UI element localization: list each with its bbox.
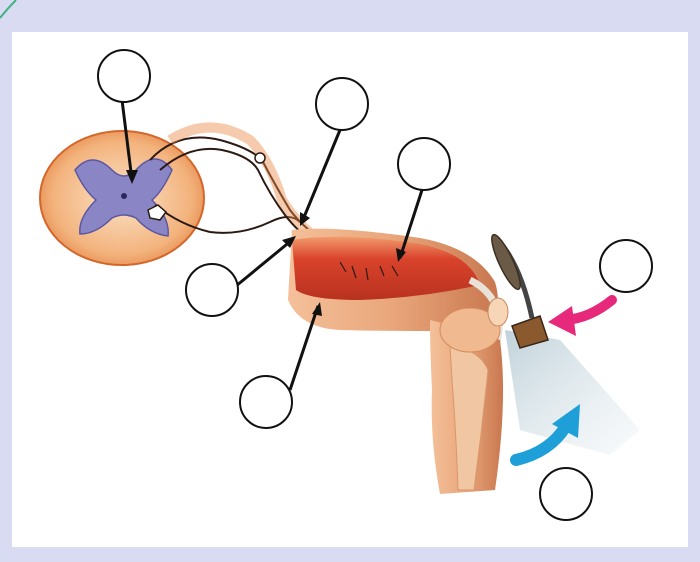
- ganglion: [255, 153, 265, 163]
- patella: [488, 298, 508, 326]
- central-canal: [121, 193, 127, 199]
- label-circle-5[interactable]: [240, 376, 292, 428]
- label-circle-2[interactable]: [316, 78, 368, 130]
- label-circle-6[interactable]: [600, 240, 652, 292]
- corner-mark: [0, 0, 16, 18]
- spinal-cord: [40, 131, 204, 265]
- label-circle-7[interactable]: [540, 468, 592, 520]
- label-circle-4[interactable]: [186, 264, 238, 316]
- label-circle-3[interactable]: [398, 138, 450, 190]
- label-circle-1[interactable]: [98, 50, 150, 102]
